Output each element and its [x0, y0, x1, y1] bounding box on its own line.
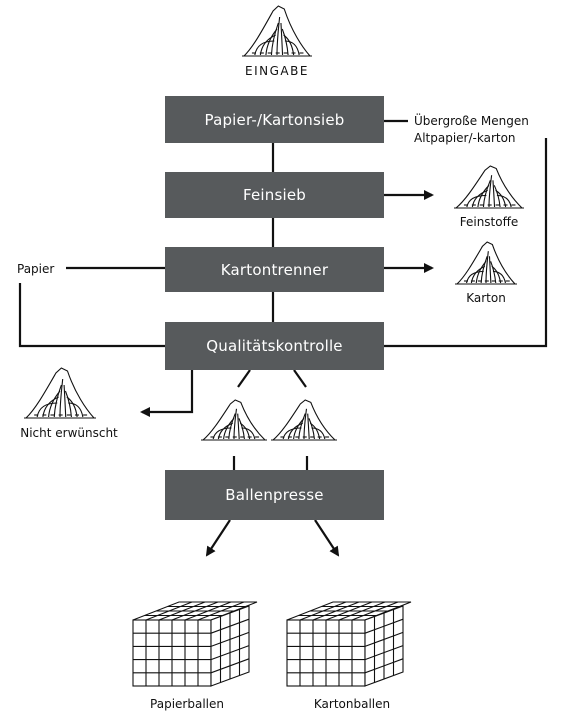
- pile-icon: [201, 399, 267, 441]
- box-quality-control: Qualitätskontrolle: [165, 322, 384, 370]
- input-label: EINGABE: [245, 64, 309, 78]
- box-label: Feinsieb: [242, 186, 307, 204]
- connector-paper-return: [18, 283, 165, 348]
- box-baling-press: Ballenpresse: [165, 470, 384, 520]
- oversize-label-line1: Übergroße Mengen: [414, 114, 529, 128]
- box-label: Ballenpresse: [225, 486, 324, 504]
- oversize-label-line2: Altpapier/-karton: [414, 131, 516, 145]
- carton-label: Karton: [466, 291, 506, 305]
- carton-bales-label: Kartonballen: [313, 697, 391, 711]
- box-label: Papier-/Kartonsieb: [204, 110, 345, 129]
- unwanted-label: Nicht erwünscht: [20, 426, 118, 440]
- oversize-label: Übergroße Mengen Altpapier/-karton: [414, 113, 529, 147]
- box-label: Qualitätskontrolle: [206, 337, 343, 355]
- connector-split-left: [237, 369, 251, 388]
- connector-split-right: [293, 369, 307, 388]
- arrow-icon: [205, 519, 231, 557]
- box-fine-screen: Feinsieb: [165, 172, 384, 218]
- pile-icon: [271, 399, 337, 441]
- box-paper-carton-screen: Papier-/Kartonsieb: [165, 96, 384, 143]
- pile-icon: [242, 5, 312, 57]
- fines-label: Feinstoffe: [459, 215, 519, 229]
- pile-icon: [454, 165, 524, 209]
- bale-icon: [286, 601, 412, 687]
- pile-icon: [455, 241, 517, 285]
- pile-icon: [24, 367, 96, 419]
- arrow-icon: [140, 370, 194, 417]
- box-carton-separator: Kartontrenner: [165, 247, 384, 292]
- bale-icon: [132, 601, 258, 687]
- connector-oversize-return: [384, 138, 548, 348]
- paper-bales-label: Papierballen: [150, 697, 224, 711]
- paper-label: Papier: [17, 262, 55, 276]
- arrow-icon: [314, 519, 340, 557]
- box-label: Kartontrenner: [220, 260, 329, 279]
